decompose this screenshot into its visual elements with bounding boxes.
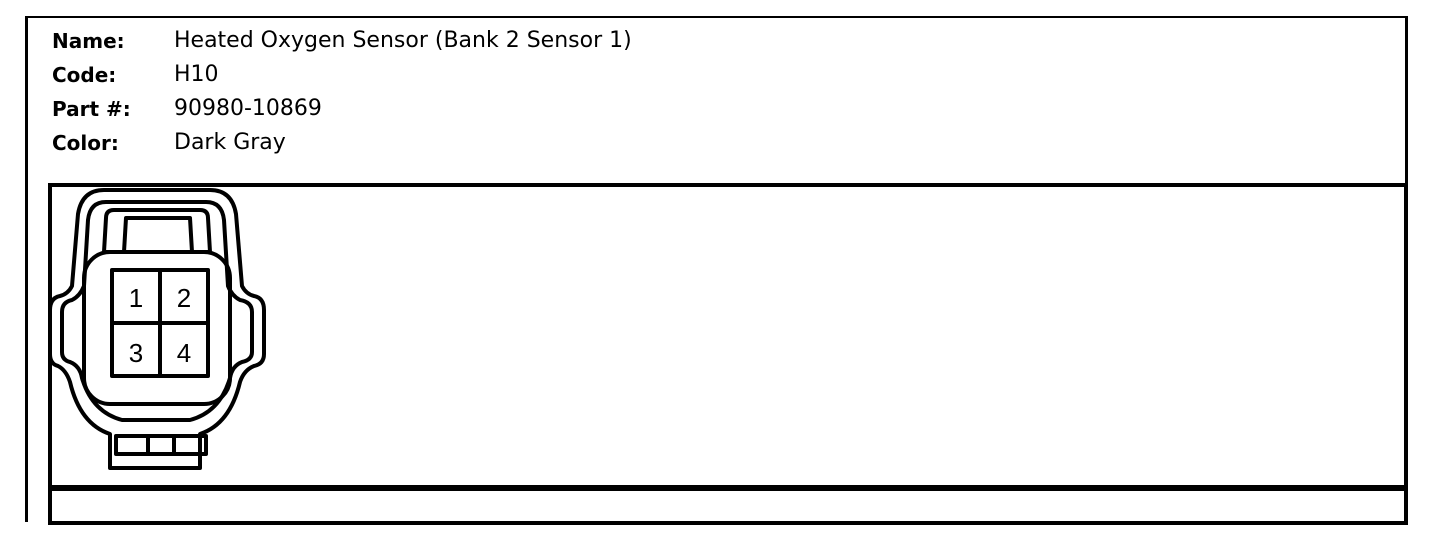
connector-face-icon: 1 2 3 4	[50, 188, 266, 470]
bottom-tab-center	[146, 434, 176, 456]
code-label: Code:	[52, 63, 117, 87]
pin-4: 4	[177, 338, 191, 368]
code-value: H10	[174, 62, 219, 87]
part-number-label: Part #:	[52, 97, 131, 121]
part-number-value: 90980-10869	[174, 96, 322, 121]
name-label: Name:	[52, 29, 125, 53]
housing-outline	[50, 188, 266, 470]
cavity-outline	[82, 250, 232, 406]
bottom-tab-left	[114, 434, 150, 456]
color-label: Color:	[52, 131, 119, 155]
pin-1: 1	[129, 283, 143, 313]
housing-inner-outline	[60, 200, 254, 422]
bottom-tab-right	[172, 434, 208, 456]
latch-inner	[122, 216, 194, 254]
pin-3: 3	[129, 338, 143, 368]
color-value: Dark Gray	[174, 130, 286, 155]
footer-box	[48, 487, 1408, 525]
pin-2: 2	[177, 283, 191, 313]
name-value: Heated Oxygen Sensor (Bank 2 Sensor 1)	[174, 28, 632, 53]
